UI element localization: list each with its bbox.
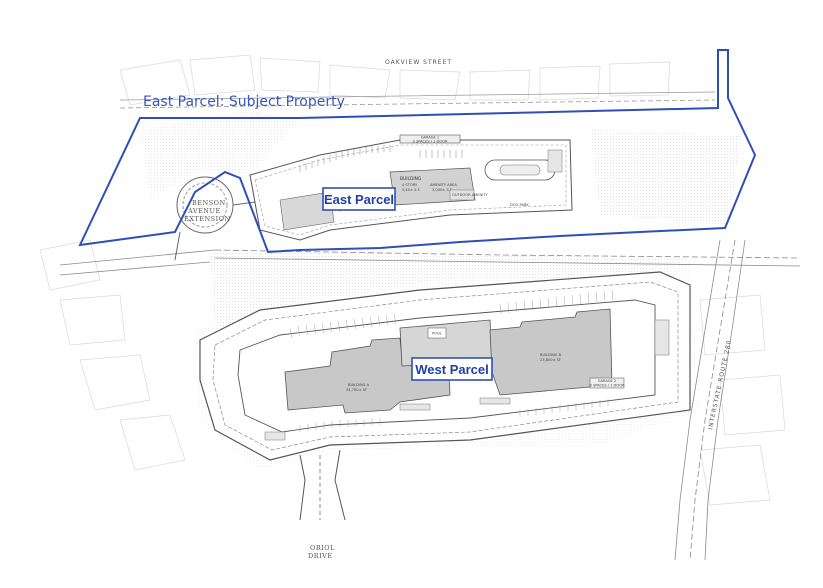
oakview-street bbox=[119, 91, 716, 109]
east-parcel-callout: East Parcel bbox=[322, 187, 396, 211]
east-site-plan: GARAGE 1 3 SPACES / 1 DOOR BUILDING 4 ST… bbox=[249, 134, 573, 241]
neighborhood-lots bbox=[39, 54, 786, 506]
subject-property-boundary bbox=[78, 49, 757, 254]
outdoor-amenity-label: OUTDOOR AMENITY bbox=[452, 193, 488, 197]
west-garage-label-1: GARAGE 2 bbox=[598, 379, 616, 383]
building-b-area: 23,800± SF bbox=[540, 358, 561, 362]
building-a-title: BUILDING A bbox=[348, 383, 370, 387]
east-garage-label-1: GARAGE 1 bbox=[421, 136, 439, 140]
dog-park-label: DOG PARK bbox=[510, 203, 529, 207]
building-a-area: 24,700± SF bbox=[346, 388, 367, 392]
building-b-title: BUILDING B bbox=[540, 353, 562, 357]
amenity-area-size: 3,000± S.F. bbox=[432, 188, 453, 192]
benson-label-line2: AVENUE bbox=[187, 207, 221, 215]
oriol-drive-road bbox=[299, 449, 346, 521]
east-building-area: 5,40± S.F. bbox=[402, 188, 420, 192]
pool-label: POOL bbox=[432, 332, 442, 336]
east-parcel-label: East Parcel bbox=[324, 192, 394, 207]
amenity-area-title: AMENITY AREA bbox=[430, 183, 457, 187]
east-garage-label-2: 3 SPACES / 1 DOOR bbox=[413, 140, 448, 144]
west-parcel-label: West Parcel bbox=[415, 362, 488, 377]
benson-label-line1: BENSON bbox=[192, 199, 226, 207]
benson-label-line3: EXTENSION bbox=[184, 215, 231, 223]
oriol-label-line2: DRIVE bbox=[308, 552, 333, 560]
highway-lines bbox=[59, 239, 801, 561]
west-garage-label-2: 6 SPACES / 1 DOOR bbox=[590, 384, 625, 388]
east-building-title: BUILDING bbox=[400, 176, 422, 182]
subject-property-label: East Parcel: Subject Property bbox=[143, 94, 345, 110]
oriol-label-line1: ORIOL bbox=[310, 544, 335, 552]
oakview-street-label: OAKVIEW STREET bbox=[385, 59, 452, 66]
east-building-stories: 4 STORY bbox=[402, 183, 418, 187]
west-parcel-callout: West Parcel bbox=[411, 357, 493, 381]
